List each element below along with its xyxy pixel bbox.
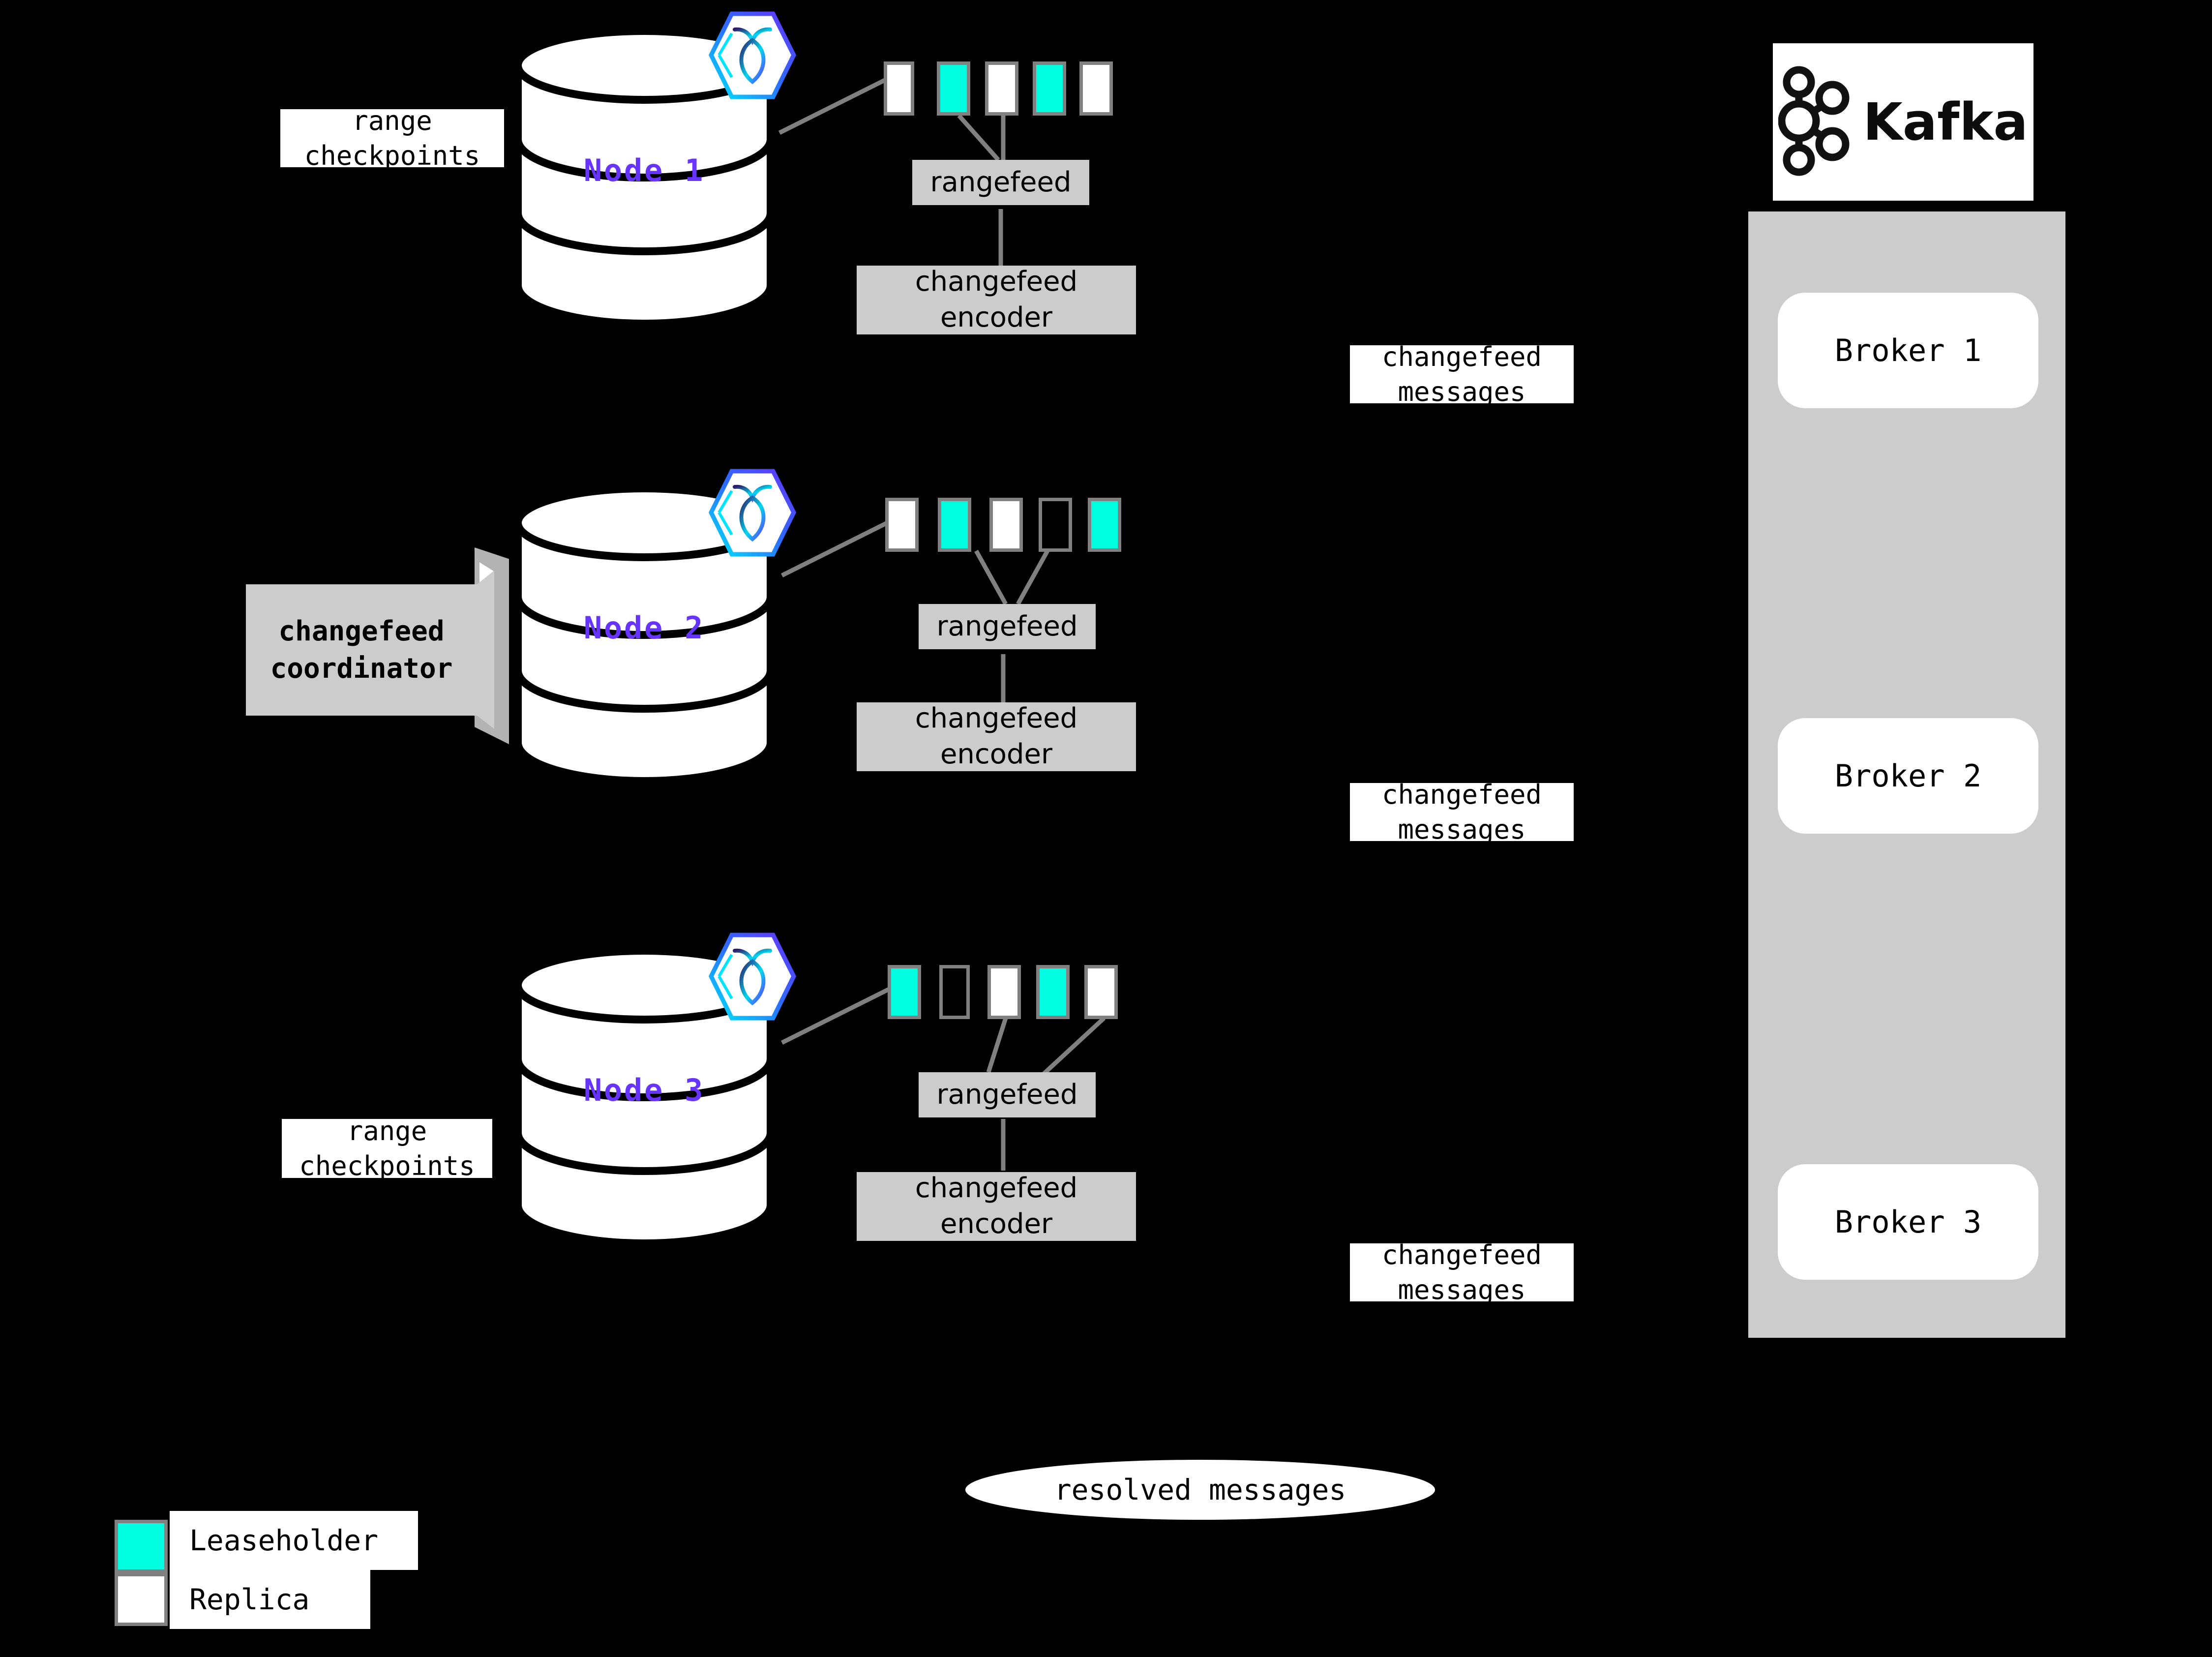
node-3-rangefeed-box: rangefeed	[919, 1072, 1096, 1117]
node-3-range-checkpoints-label: range checkpoints	[282, 1115, 492, 1181]
legend-swatch-leaseholder	[115, 1520, 168, 1573]
range-leaseholder	[1088, 498, 1121, 552]
resolved-messages-pill: resolved messages	[965, 1460, 1435, 1520]
legend-label-replica: Replica	[170, 1570, 370, 1629]
range-empty	[939, 965, 970, 1019]
range-replica	[1079, 61, 1113, 116]
range-leaseholder	[938, 498, 971, 552]
node-1-changefeed-encoder-box: changefeed encoder	[857, 266, 1136, 334]
node-1-changefeed-messages-label: changefeed messages	[1350, 341, 1574, 407]
node-1-range-checkpoints-label: range checkpoints	[280, 105, 504, 171]
legend-swatch-replica	[115, 1573, 168, 1626]
kafka-broker-1: Broker 1	[1778, 293, 2038, 408]
kafka-logo-box: Kafka	[1773, 43, 2033, 201]
range-leaseholder	[1036, 965, 1070, 1019]
kafka-broker-2: Broker 2	[1778, 718, 2038, 834]
range-replica	[884, 61, 914, 116]
node-2-changefeed-messages-label: changefeed messages	[1350, 779, 1574, 845]
range-replica	[1084, 965, 1118, 1019]
node-2-rangefeed-box: rangefeed	[919, 604, 1096, 649]
range-empty	[1039, 498, 1072, 552]
node-3-cockroachdb-hexagon-icon	[708, 931, 797, 1022]
range-replica	[985, 61, 1018, 116]
range-replica	[987, 965, 1021, 1019]
range-leaseholder	[888, 965, 921, 1019]
node-2-changefeed-encoder-box: changefeed encoder	[857, 702, 1136, 771]
node-2-cockroachdb-hexagon-icon	[708, 467, 797, 558]
kafka-wordmark: Kafka	[1863, 92, 2028, 152]
range-replica	[989, 498, 1023, 552]
range-replica	[885, 498, 919, 552]
node-1-rangefeed-box: rangefeed	[912, 160, 1089, 205]
node-2-changefeed-coordinator-label: changefeed coordinator	[270, 615, 453, 685]
node-2-changefeed-coordinator-callout	[246, 546, 511, 753]
legend-label-leaseholder: Leaseholder	[170, 1511, 418, 1570]
kafka-broker-3: Broker 3	[1778, 1164, 2038, 1280]
range-leaseholder	[1033, 61, 1066, 116]
node-3-changefeed-encoder-box: changefeed encoder	[857, 1172, 1136, 1241]
node-2-cylinder: Node 2	[514, 484, 775, 784]
node-1-cockroachdb-hexagon-icon	[708, 10, 797, 101]
range-leaseholder	[937, 61, 970, 116]
node-3-changefeed-messages-label: changefeed messages	[1350, 1239, 1574, 1305]
kafka-nodes-icon	[1778, 64, 1852, 180]
